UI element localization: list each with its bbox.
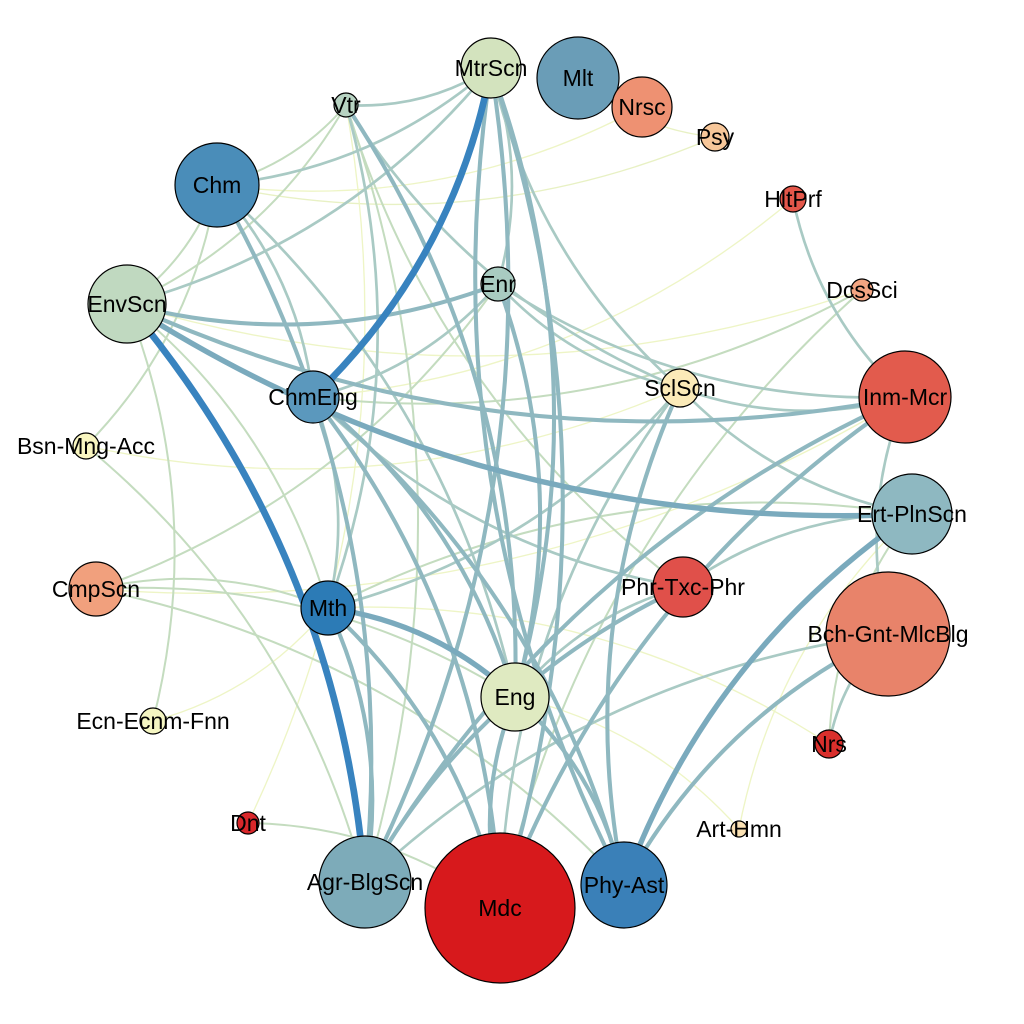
node-label-mth: Mth: [309, 595, 347, 621]
node-vtr[interactable]: [333, 92, 359, 118]
node-label-phr-txc-phr: Phr-Txc-Phr: [621, 574, 745, 600]
edge-agr-blgscn-chm: [214, 182, 374, 885]
edge-enr-sclscn: [496, 282, 682, 390]
edge-cmpscn-phy-ast: [94, 587, 626, 887]
edges-layer: [84, 64, 915, 911]
node-label-dnt: Dnt: [230, 810, 266, 836]
node-nrsc[interactable]: [611, 76, 673, 138]
node-label-sclscn: SclScn: [644, 375, 716, 401]
node-chm[interactable]: [174, 142, 260, 228]
node-mlt[interactable]: [536, 36, 620, 120]
edge-mth-ert-plnscn: [326, 501, 914, 610]
nodes-layer: [68, 36, 953, 984]
node-label-nrs: Nrs: [811, 731, 847, 757]
node-ecn-ecnm-fnn[interactable]: [139, 707, 167, 735]
node-label-dcssci: DcsSci: [826, 277, 898, 303]
edge-mdc-chmeng: [310, 394, 503, 911]
edge-art-hmn-eng: [514, 696, 740, 830]
edge-vtr-envscn: [125, 103, 348, 306]
edge-mtrscn-chmeng: [309, 64, 495, 401]
node-label-hltprf: HltPrf: [764, 186, 822, 212]
node-label-eng: Eng: [495, 684, 536, 710]
edge-envscn-enr: [124, 281, 501, 327]
edge-enr-chmeng: [311, 282, 500, 399]
edge-eng-vtr: [343, 102, 518, 700]
node-label-chm: Chm: [193, 172, 242, 198]
node-hltprf[interactable]: [779, 185, 807, 213]
node-label-ecn-ecnm-fnn: Ecn-Ecnm-Fnn: [76, 708, 229, 734]
edge-ecn-ecnm-fnn-mth: [152, 607, 329, 722]
node-label-mlt: Mlt: [563, 65, 594, 91]
node-label-enr: Enr: [480, 271, 516, 297]
edge-cmpscn-enr: [94, 282, 500, 591]
edge-phy-ast-mtrscn: [473, 65, 627, 888]
edge-vtr-phr-txc-phr: [344, 103, 685, 589]
node-label-agr-blgscn: Agr-BlgScn: [307, 869, 423, 895]
node-dcssci[interactable]: [850, 278, 874, 302]
node-psy[interactable]: [700, 122, 730, 152]
node-enr[interactable]: [480, 266, 516, 302]
node-label-chmeng: ChmEng: [268, 384, 357, 410]
node-label-bsn-mng-acc: Bsn-Mng-Acc: [17, 433, 155, 459]
node-ert-plnscn[interactable]: [871, 473, 953, 555]
edge-bsn-mng-acc-agr-blgscn: [84, 444, 367, 884]
edge-hltprf-chmeng: [312, 198, 794, 398]
node-label-envscn: EnvScn: [87, 291, 166, 317]
node-sclscn[interactable]: [660, 368, 700, 408]
node-eng[interactable]: [480, 662, 550, 732]
node-phr-txc-phr[interactable]: [652, 556, 714, 618]
edge-vtr-agr-blgscn: [344, 103, 419, 884]
node-phy-ast[interactable]: [580, 841, 668, 929]
node-chmeng[interactable]: [286, 370, 340, 424]
edge-mdc-inm-mcr: [497, 394, 908, 911]
node-envscn[interactable]: [87, 264, 167, 344]
edge-ecn-ecnm-fnn-envscn: [125, 302, 176, 723]
edge-dnt-vtr: [247, 104, 366, 824]
edge-envscn-ert-plnscn: [124, 301, 915, 519]
node-inm-mcr[interactable]: [858, 350, 952, 444]
edge-eng-chmeng: [310, 394, 518, 700]
node-label-mtrscn: MtrScn: [455, 55, 528, 81]
node-label-psy: Psy: [696, 124, 735, 150]
node-mtrscn[interactable]: [460, 37, 522, 99]
edge-envscn-agr-blgscn: [123, 300, 369, 886]
node-label-cmpscn: CmpScn: [52, 576, 140, 602]
node-label-inm-mcr: Inm-Mcr: [863, 384, 948, 410]
node-label-ert-plnscn: Ert-PlnScn: [857, 501, 967, 527]
node-dnt[interactable]: [236, 811, 260, 835]
node-nrs[interactable]: [814, 729, 844, 759]
node-mdc[interactable]: [424, 832, 576, 984]
node-label-nrsc: Nrsc: [618, 94, 665, 120]
edge-nrs-mth: [327, 606, 830, 745]
labels-layer: MtrScn MltNrscPsyHltPrfDcsSciInm-McrErt-P…: [17, 55, 969, 921]
node-bch-gnt-mlcblg[interactable]: [825, 571, 951, 697]
node-label-mdc: Mdc: [478, 895, 521, 921]
edge-envscn-inm-mcr: [124, 301, 908, 424]
edge-nrsc-chm: [216, 106, 643, 192]
edge-envscn-mtrscn: [125, 66, 493, 306]
edge-sclscn-mdc: [498, 386, 682, 910]
node-label-art-hmn: Art-Hmn: [696, 816, 782, 842]
edge-phy-ast-sclscn: [605, 385, 683, 888]
edge-ert-plnscn-phy-ast: [621, 511, 915, 888]
node-label-vtr: Vtr: [331, 92, 361, 118]
edge-psy-chm: [216, 136, 716, 206]
node-agr-blgscn[interactable]: [318, 835, 412, 929]
node-art-hmn[interactable]: [730, 820, 748, 838]
node-mth[interactable]: [300, 580, 356, 636]
edge-chm-eng: [215, 183, 517, 699]
node-cmpscn[interactable]: [68, 561, 124, 617]
edge-dcssci-envscn: [126, 289, 863, 357]
edge-eng-mtrscn: [488, 65, 557, 700]
node-bsn-mng-acc[interactable]: [72, 432, 100, 460]
node-label-phy-ast: Phy-Ast: [584, 872, 665, 898]
edge-envscn-mth: [125, 302, 330, 610]
edge-sclscn-mth: [326, 386, 682, 610]
edge-dcssci-chmeng: [311, 288, 864, 405]
node-label-bch-gnt-mlcblg: Bch-Gnt-MlcBlg: [807, 621, 968, 647]
